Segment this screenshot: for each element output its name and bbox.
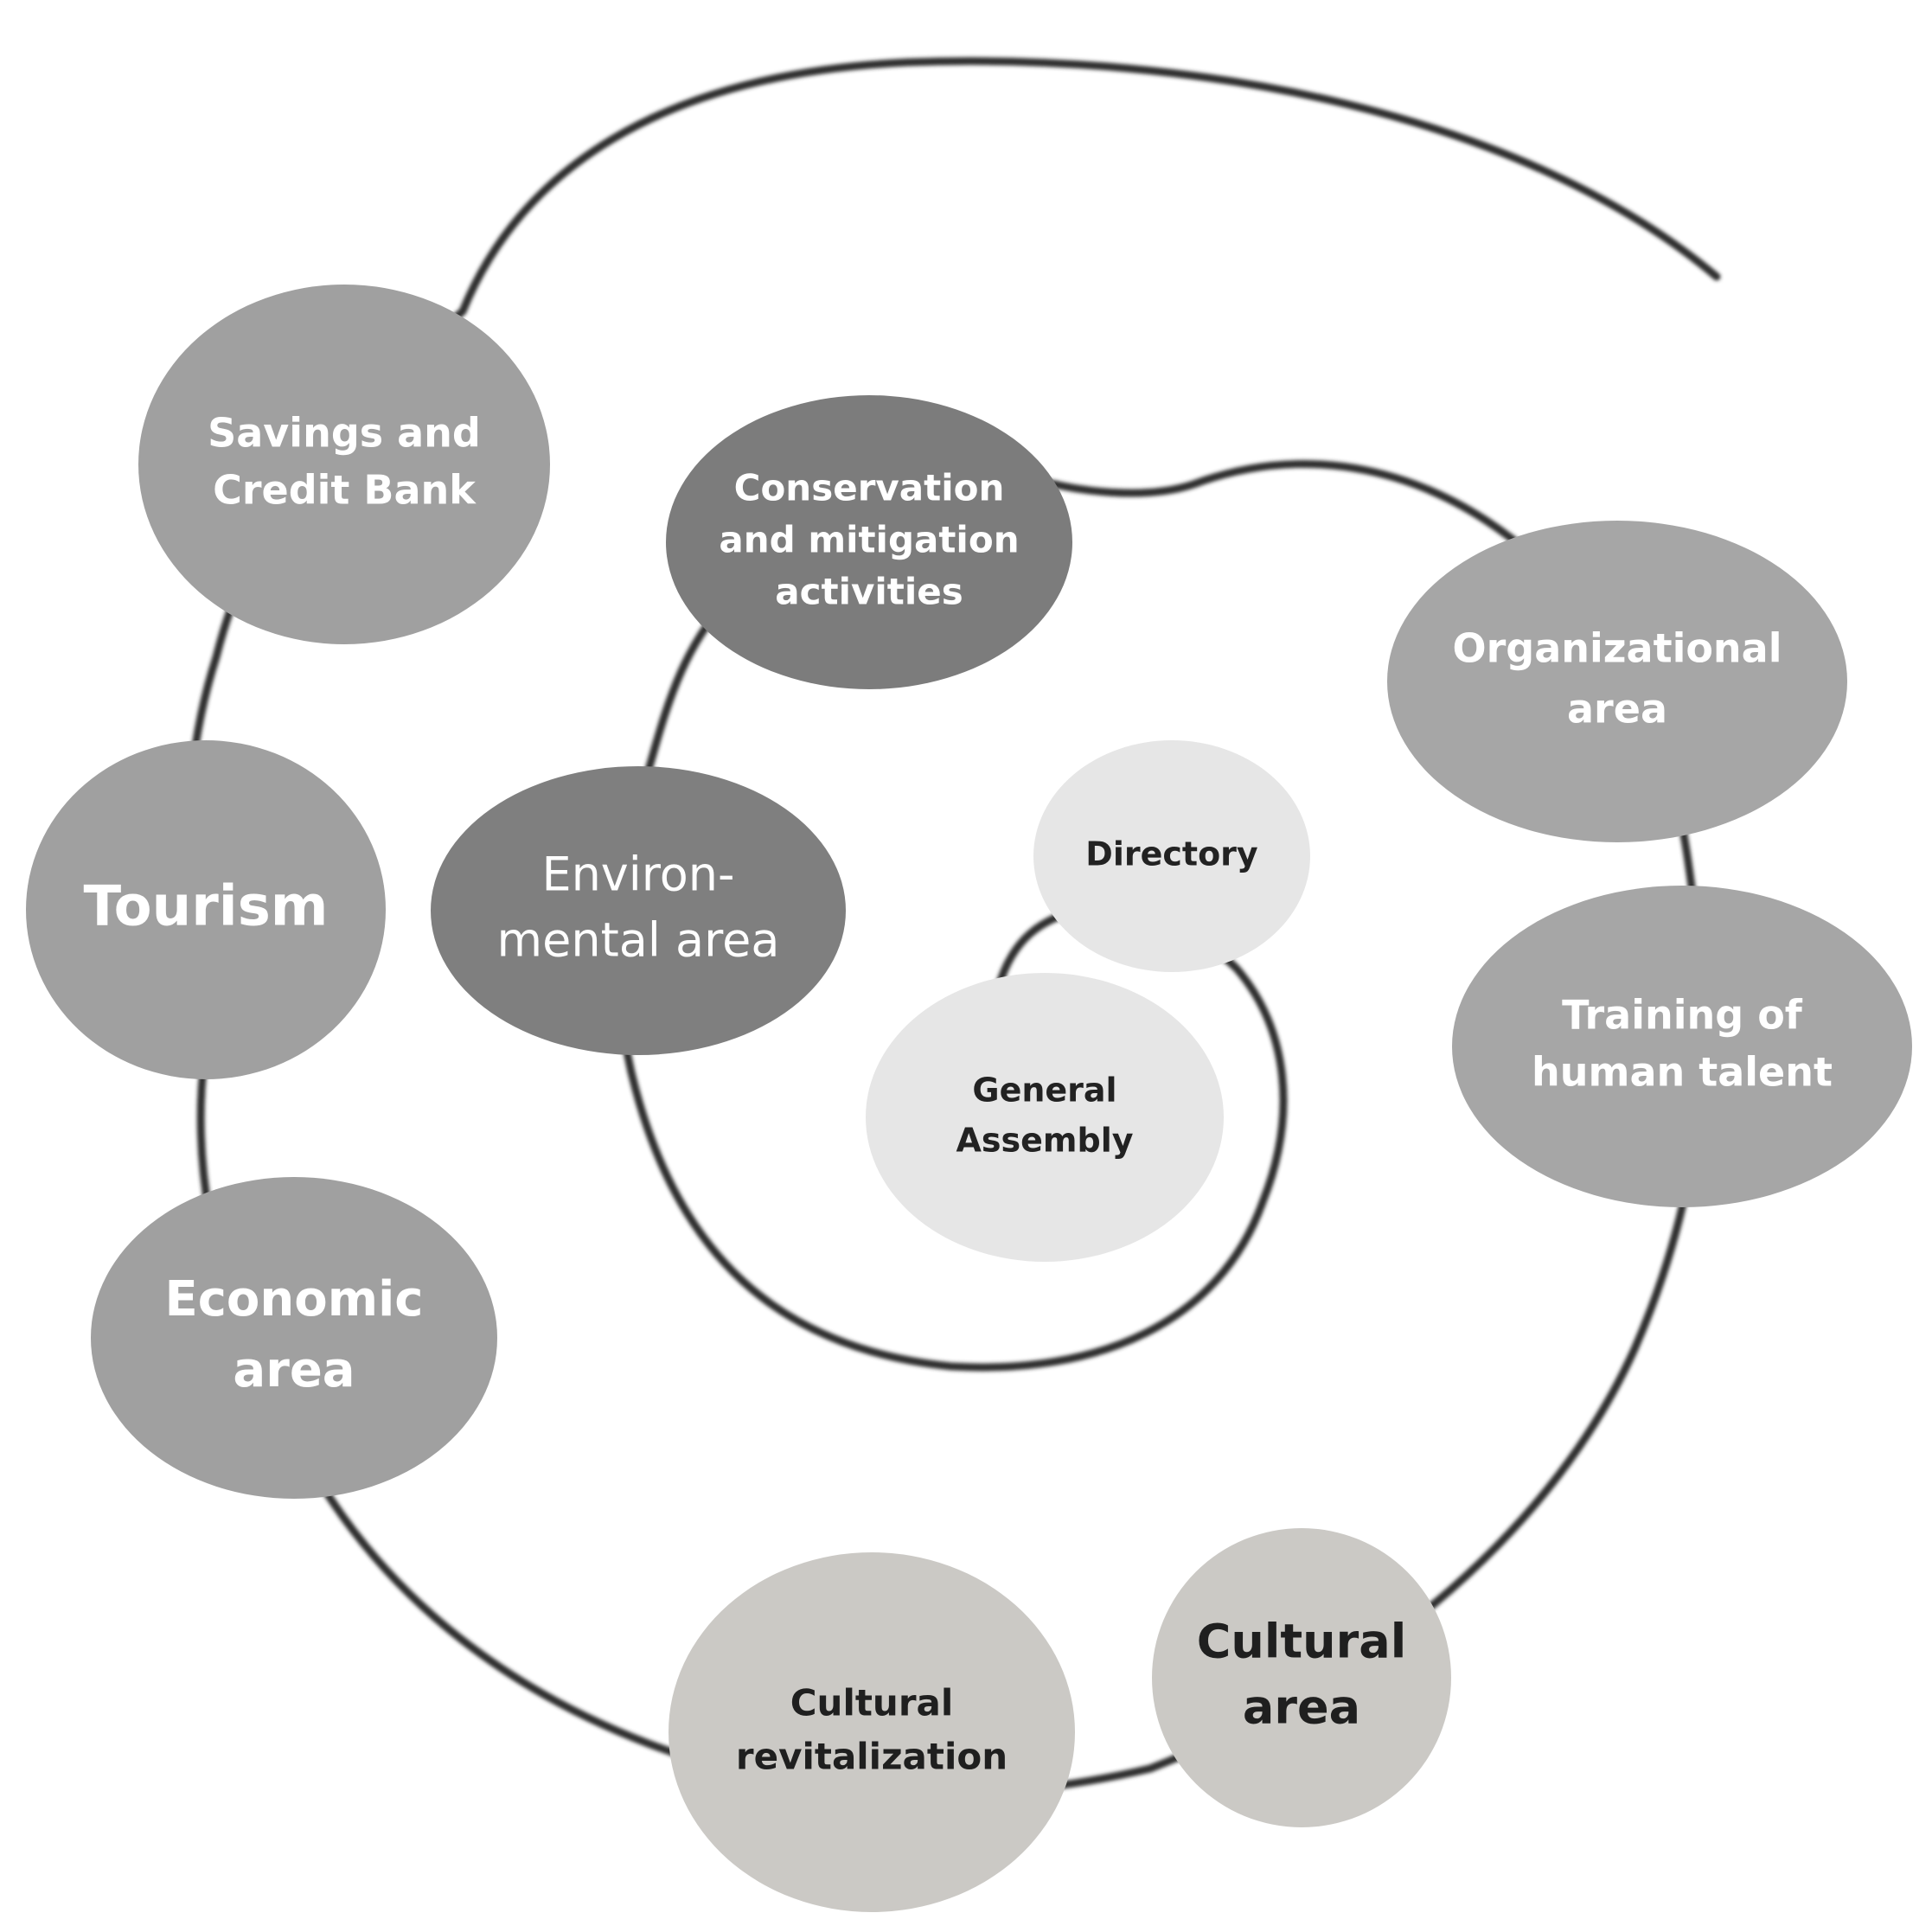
node-bubble	[669, 1552, 1075, 1912]
node-label-line: Savings and	[208, 410, 481, 457]
node-label-line: area	[233, 1342, 355, 1398]
node-bubble	[26, 740, 386, 1079]
node-bubble	[431, 766, 846, 1055]
node-conservation: Conservation and mitigation activities	[666, 395, 1072, 689]
node-label-line: Conservation	[734, 467, 1005, 509]
node-economic: Economic area	[91, 1177, 497, 1499]
node-cultural-revitalization: Cultural revitalization	[669, 1552, 1075, 1912]
node-bubble	[1033, 740, 1310, 972]
node-label-line: Cultural	[790, 1682, 954, 1724]
node-bubble	[1152, 1528, 1451, 1827]
node-label-line: area	[1567, 686, 1667, 732]
node-label-line: Directory	[1085, 835, 1258, 873]
node-organizational: Organizational area	[1387, 521, 1847, 842]
node-training: Training of human talent	[1452, 886, 1912, 1207]
node-label-line: Economic	[164, 1271, 423, 1327]
node-label-line: and mitigation	[719, 519, 1019, 561]
node-bubble	[1387, 521, 1847, 842]
node-label-line: Organizational	[1452, 625, 1782, 672]
node-bubble	[666, 395, 1072, 689]
node-bubble	[138, 285, 550, 644]
node-environmental: Environ-mental area	[431, 766, 846, 1055]
node-label-line: activities	[775, 571, 963, 613]
node-label-line: Environ-	[541, 848, 734, 902]
node-cultural-area: Cultural area	[1152, 1528, 1451, 1827]
node-bubble	[1452, 886, 1912, 1207]
node-label-line: mental area	[497, 913, 780, 968]
node-label-line: Training of	[1562, 992, 1803, 1039]
node-label-line: Tourism	[84, 875, 329, 939]
node-directory: Directory	[1033, 740, 1310, 972]
node-label-line: Assembly	[956, 1122, 1133, 1160]
node-tourism: Tourism	[26, 740, 386, 1079]
node-label-line: revitalization	[736, 1736, 1008, 1778]
node-bubble	[91, 1177, 497, 1499]
node-label-line: General	[972, 1072, 1116, 1110]
node-label-line: Cultural	[1197, 1615, 1406, 1669]
node-label-line: Credit Bank	[213, 467, 477, 514]
node-label-line: area	[1243, 1680, 1360, 1735]
node-bubble	[866, 973, 1224, 1262]
node-label-line: human talent	[1532, 1049, 1833, 1096]
